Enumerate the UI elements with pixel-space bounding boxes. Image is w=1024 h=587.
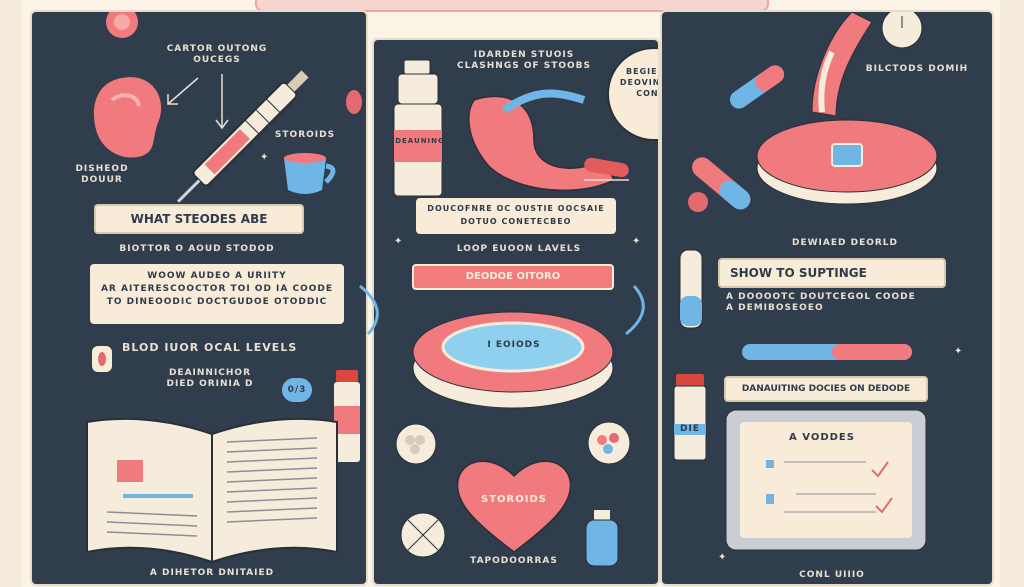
- title-banner: SHOW TO SUPTINGE: [718, 258, 946, 288]
- arrow-icon: [167, 77, 199, 105]
- book-illustration: [86, 417, 338, 564]
- cup-icon: [284, 153, 336, 194]
- disk-illustration: [756, 119, 938, 205]
- pill-dot-icon: [688, 192, 708, 212]
- steroids-tag: STOROIDS: [274, 130, 336, 140]
- bottom-banner: DANAUITING DOCIES ON DEDODE: [724, 376, 928, 402]
- beginners-label: BEGIENE'SDEOVINUIMACONES: [619, 67, 660, 98]
- heart-illustration: [456, 460, 572, 553]
- test-tube-icon: [679, 249, 703, 329]
- capsule-bar-icon: [742, 344, 912, 360]
- heart-label: STOROIDS: [481, 494, 547, 505]
- sparkle-icon: ✦: [260, 152, 269, 163]
- muscle-illustration: [811, 12, 873, 117]
- subtitle: BIOTTOR O AOUD STODOD: [119, 244, 275, 254]
- sparkle-icon: ✦: [954, 346, 963, 357]
- sparkle-icon: ✦: [718, 552, 727, 563]
- clock-icon: [881, 12, 923, 49]
- tablet-title: A VODDES: [789, 432, 855, 443]
- vial-label: DEAUNING: [395, 137, 445, 145]
- tablet-device: [725, 409, 927, 551]
- top-tab: [255, 0, 769, 12]
- pill-icon: [106, 12, 138, 38]
- plate-icon: [400, 512, 446, 558]
- sparkle-icon: ✦: [394, 236, 403, 247]
- vial-icon: [334, 370, 360, 462]
- capsule-icon: [692, 157, 751, 210]
- disk-label: DEWIAED DEORLD: [791, 238, 899, 248]
- bottle-icon: [393, 59, 443, 197]
- disk-label: I EOIODS: [487, 340, 541, 350]
- bottle-icon: [585, 510, 619, 567]
- status-badge: 0/3: [282, 378, 312, 402]
- loop-label: LOOP EUOON LAVELS: [456, 244, 582, 254]
- kidney-illustration: [93, 77, 162, 158]
- connector-arrow-icon: [359, 284, 379, 336]
- footer-label: TAPODOORRAS: [470, 556, 558, 566]
- footer-label: A DIHETOR DNITAIED: [149, 568, 275, 578]
- levels-title: BLOD IUOR OCAL LEVELS: [122, 341, 298, 354]
- footer-label: CONL UIIIO: [799, 570, 865, 580]
- right-panel: BILCTODS DOMIH DEWIAED DEORLD SHOW TO SU…: [660, 10, 994, 586]
- vial-label: DIE: [674, 424, 706, 435]
- bowl-icon: [587, 421, 631, 465]
- disk-illustration: [412, 311, 614, 409]
- arrow-icon: [215, 74, 229, 130]
- beginners-circle: [607, 47, 658, 141]
- stomach-illustration: [468, 89, 629, 192]
- drop-icon: [92, 346, 112, 372]
- syringe-illustration: [177, 70, 309, 203]
- connector-arrow-icon: [625, 284, 645, 336]
- badge-label: BILCTODS DOMIH: [865, 64, 969, 74]
- pink-button[interactable]: DEODOE OITORO: [412, 264, 614, 290]
- title-banner: WHAT STEODES ABE: [94, 204, 304, 234]
- vial-icon: [673, 374, 707, 461]
- bowl-icon: [395, 423, 437, 465]
- sparkle-icon: ✦: [632, 236, 641, 247]
- pill-dot-icon: [346, 90, 362, 114]
- capsule-icon: [729, 65, 785, 109]
